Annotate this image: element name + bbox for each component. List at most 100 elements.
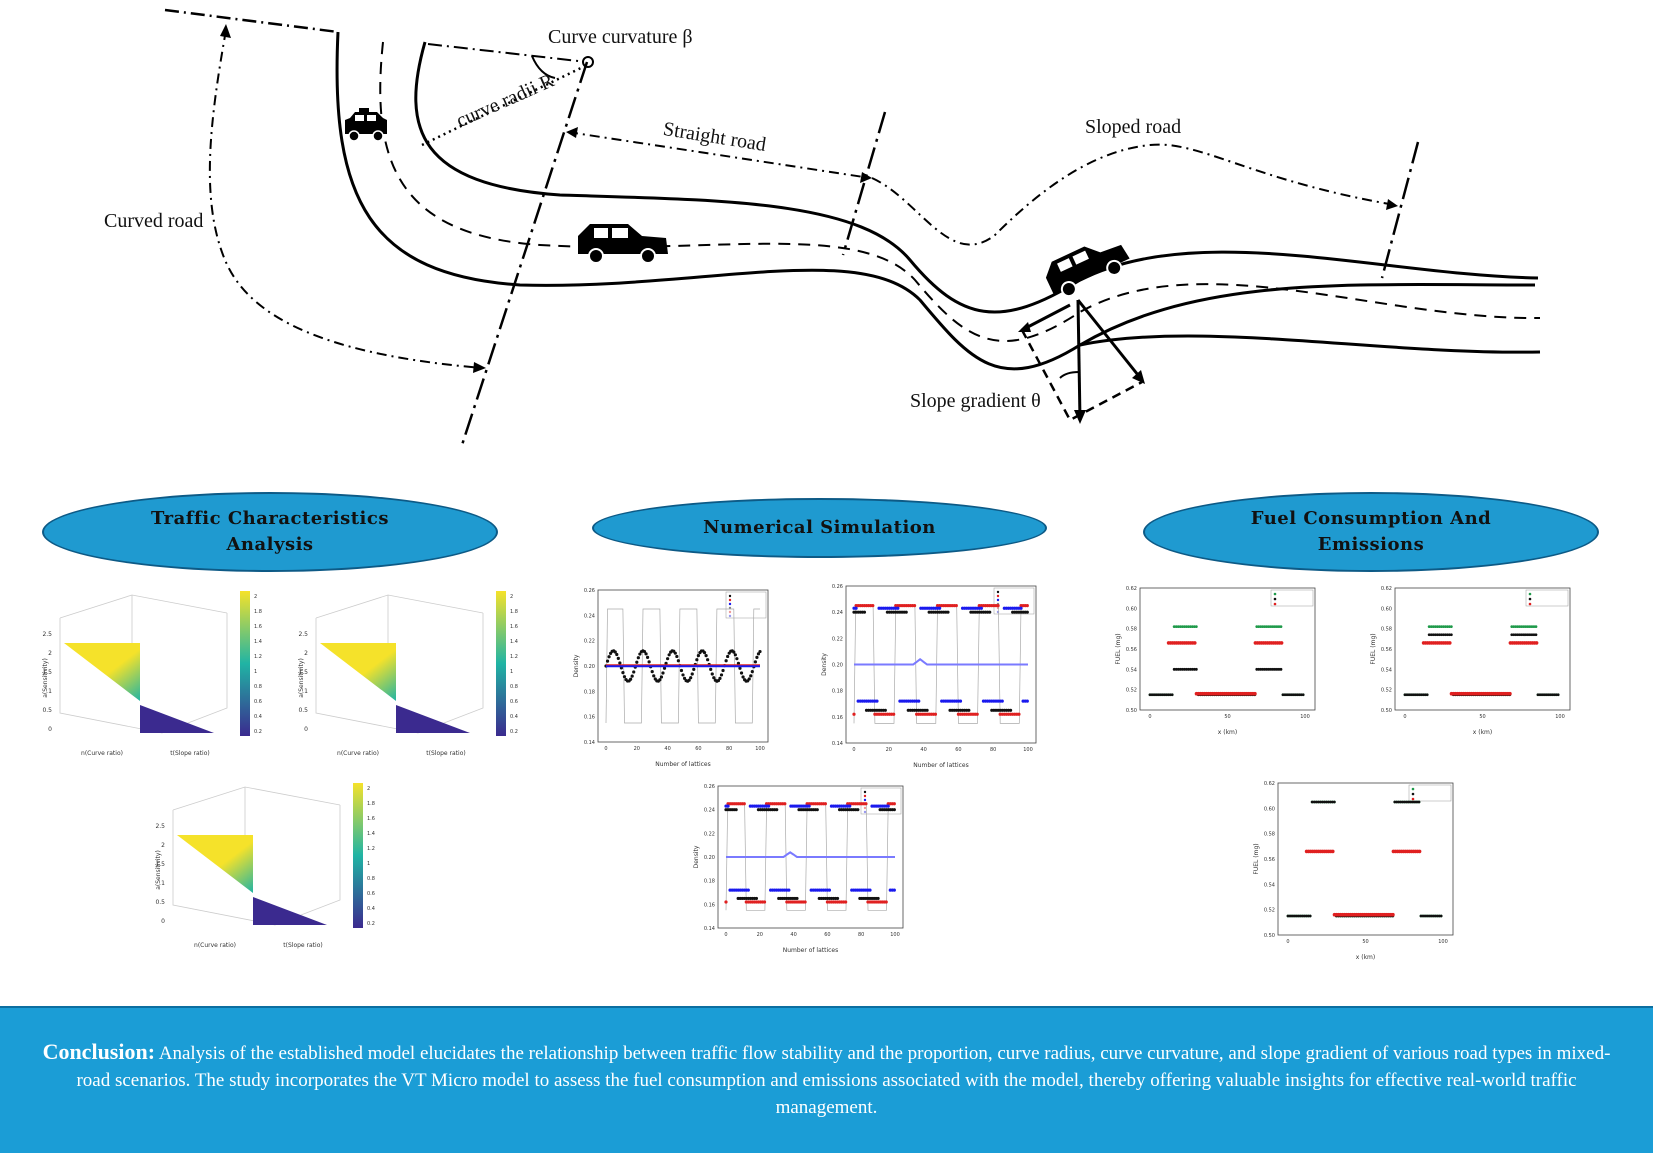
density-point-black bbox=[629, 677, 633, 681]
fuel-point-red bbox=[1279, 641, 1284, 645]
surface-z-tick: 2.5 bbox=[42, 631, 52, 638]
fuel-point bbox=[1257, 667, 1261, 671]
fuel-point bbox=[1439, 914, 1443, 918]
fuel-point-red bbox=[1391, 912, 1395, 917]
fuel-point bbox=[1411, 693, 1415, 697]
density-point bbox=[883, 708, 887, 712]
fuel-point bbox=[1178, 625, 1182, 629]
density-x-tick: 100 bbox=[890, 932, 900, 938]
density-y-tick: 0.16 bbox=[584, 715, 595, 721]
fuel-y-tick: 0.52 bbox=[1126, 688, 1137, 694]
density-point bbox=[754, 896, 759, 901]
fuel-point bbox=[1516, 625, 1520, 629]
surface-z-tick: 0.5 bbox=[42, 707, 52, 714]
fuel-point bbox=[1176, 625, 1180, 629]
fuel-point bbox=[1437, 633, 1441, 637]
fuel-x-label: x (km) bbox=[1218, 729, 1237, 736]
density-point-black bbox=[756, 652, 761, 656]
density-x-tick: 60 bbox=[824, 932, 830, 938]
surface-x-label: n(Curve ratio) bbox=[81, 750, 123, 757]
density-point bbox=[734, 808, 738, 812]
surface-colorbar bbox=[496, 591, 506, 736]
fuel-point bbox=[1306, 914, 1310, 918]
fuel-point-red bbox=[1253, 691, 1257, 696]
colorbar-tick: 0.6 bbox=[510, 699, 518, 705]
colorbar-tick: 0.6 bbox=[367, 891, 375, 897]
fuel-point bbox=[1556, 693, 1560, 697]
density-point-black bbox=[753, 660, 757, 664]
fuel-frame bbox=[1139, 587, 1316, 711]
density-x-tick: 100 bbox=[755, 746, 765, 752]
density-point-black bbox=[747, 677, 751, 681]
fuel-point-red bbox=[1534, 641, 1539, 645]
numerical-simulation-heading: Numerical Simulation bbox=[592, 498, 1047, 558]
fuel-point bbox=[1275, 667, 1279, 671]
density-point bbox=[742, 802, 746, 806]
surface-colorbar bbox=[353, 783, 363, 928]
fuel-point bbox=[1192, 667, 1196, 671]
density-point-black bbox=[741, 675, 745, 679]
density-point bbox=[1025, 604, 1029, 608]
fuel-point bbox=[1429, 633, 1433, 637]
fuel-point bbox=[1288, 914, 1292, 918]
fuel-y-tick: 0.56 bbox=[1126, 647, 1137, 653]
density-point-black bbox=[613, 650, 617, 654]
colorbar-tick: 1.6 bbox=[367, 816, 375, 822]
traffic-characteristics-title: Traffic Characteristics Analysis bbox=[151, 508, 389, 555]
fuel-point bbox=[1413, 800, 1417, 804]
fuel-point bbox=[1158, 693, 1162, 697]
fuel-point bbox=[1431, 625, 1435, 629]
density-point-black bbox=[689, 676, 693, 680]
colorbar-tick: 0.8 bbox=[367, 876, 375, 882]
fuel-frame bbox=[1277, 782, 1454, 936]
colorbar-tick: 2 bbox=[367, 786, 370, 792]
legend-marker bbox=[728, 606, 732, 610]
legend-marker bbox=[863, 810, 867, 814]
density-point-black bbox=[662, 666, 667, 670]
fuel-point bbox=[1522, 625, 1526, 629]
density-x-tick: 80 bbox=[858, 932, 864, 938]
slope-vertical bbox=[1076, 299, 1082, 421]
fuel-point bbox=[1429, 914, 1433, 918]
fuel-point bbox=[1265, 625, 1269, 629]
surface-z-label: a(Sensitivity) bbox=[42, 658, 49, 698]
fuel-point bbox=[1522, 633, 1526, 637]
fuel-point bbox=[1271, 625, 1275, 629]
fuel-point bbox=[1445, 633, 1449, 637]
fuel-point bbox=[1449, 633, 1453, 637]
density-series-lightblue bbox=[854, 658, 1028, 666]
density-point bbox=[1017, 712, 1021, 716]
density-point-black bbox=[644, 652, 648, 656]
fuel-point bbox=[1300, 914, 1304, 918]
fuel-point bbox=[1425, 693, 1429, 697]
density-point-black bbox=[696, 653, 700, 658]
density-point-black bbox=[749, 674, 753, 678]
colorbar-tick: 0.4 bbox=[254, 714, 262, 720]
density-x-tick: 80 bbox=[990, 747, 996, 753]
fuel-y-tick: 0.62 bbox=[1126, 586, 1137, 592]
fuel-point bbox=[1290, 914, 1294, 918]
fuel-point bbox=[1267, 667, 1271, 671]
fuel-point bbox=[1552, 693, 1556, 697]
fuel-point bbox=[1160, 693, 1164, 697]
fuel-y-tick: 0.58 bbox=[1264, 832, 1275, 838]
fuel-point bbox=[1148, 693, 1152, 697]
surface-z-label: a(Sensitivity) bbox=[298, 658, 305, 698]
density-y-tick: 0.22 bbox=[832, 636, 843, 642]
legend-marker bbox=[1528, 597, 1532, 601]
density-x-tick: 40 bbox=[790, 932, 796, 938]
density-point bbox=[775, 808, 779, 812]
density-point bbox=[868, 888, 872, 892]
density-point-black bbox=[622, 675, 627, 679]
fuel-y-tick: 0.60 bbox=[1264, 806, 1275, 812]
density-point bbox=[886, 804, 890, 808]
fuel-x-tick: 100 bbox=[1300, 714, 1310, 720]
density-y-tick: 0.24 bbox=[704, 808, 715, 814]
density-point-black bbox=[732, 650, 736, 654]
density-point-black bbox=[712, 676, 716, 680]
surface-low-region bbox=[396, 705, 470, 733]
density-point-black bbox=[618, 661, 622, 665]
fuel-point bbox=[1318, 800, 1322, 804]
colorbar-tick: 1.2 bbox=[510, 654, 518, 660]
density-y-tick: 0.26 bbox=[584, 588, 595, 594]
